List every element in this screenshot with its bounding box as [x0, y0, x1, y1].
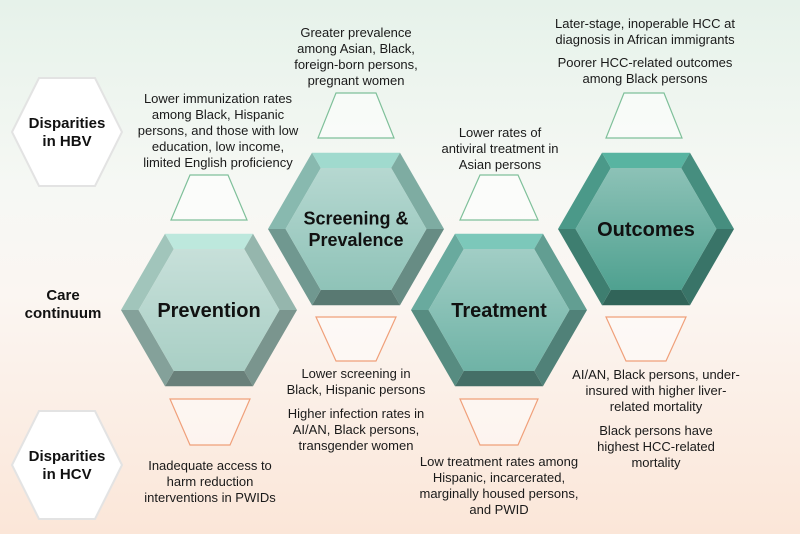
stage-label-prevention: Prevention [157, 300, 260, 322]
hexagon-outcomes: Outcomes [558, 152, 734, 306]
hbv-funnel-outcomes [605, 92, 683, 139]
hcv-funnel-outcomes [605, 316, 687, 362]
hexagon-treatment: Treatment [411, 233, 587, 387]
hcv-note-outcomes-1: AI/AN, Black persons, under-insured with… [572, 367, 740, 414]
hcv-funnel-treatment [459, 398, 539, 446]
stage-label-screening: Screening & [303, 209, 408, 229]
hexagon-prevention: Prevention [121, 233, 297, 387]
stage-label-outcomes: Outcomes [597, 219, 695, 241]
hbv-funnel-prevention [170, 174, 248, 221]
hbv-funnel-treatment [459, 174, 539, 221]
hbv-funnel-screening [317, 92, 395, 139]
hbv-side-hexagon [10, 77, 124, 187]
hexagon-screening: Screening &Prevalence [268, 152, 444, 306]
hcv-funnel-prevention [169, 398, 251, 446]
hcv-side-hexagon [10, 410, 124, 520]
stage-label-screening: Prevalence [308, 230, 403, 250]
stage-label-treatment: Treatment [451, 300, 547, 322]
hcv-funnel-screening [315, 316, 397, 362]
